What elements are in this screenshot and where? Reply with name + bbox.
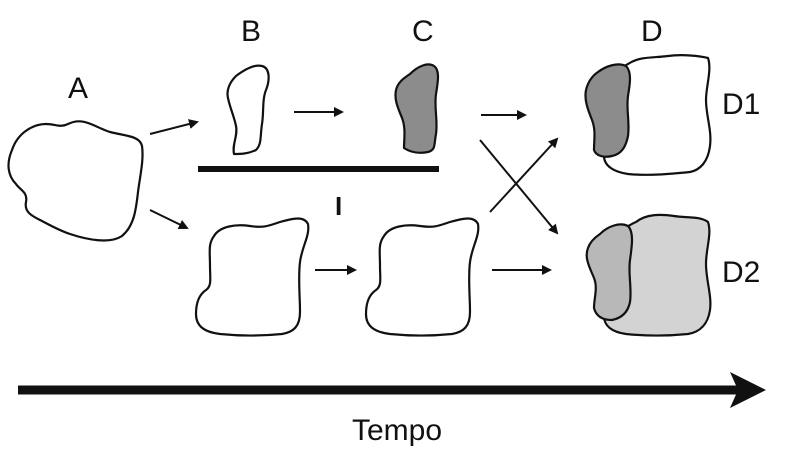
time-arrow-head [730, 372, 766, 408]
label-b: B [241, 15, 261, 48]
barrier-label: I [335, 191, 342, 221]
arrow-upper-to-d2 [479, 139, 559, 235]
arrow-a-to-lower [149, 209, 189, 229]
population-c [394, 63, 440, 154]
label-a: A [68, 72, 88, 105]
population-lower-2 [364, 217, 480, 337]
population-d2-small [585, 223, 634, 322]
label-d1: D1 [722, 88, 760, 121]
population-a [7, 120, 144, 242]
label-d2: D2 [722, 256, 760, 289]
population-b [226, 64, 270, 156]
population-lower-1 [194, 217, 310, 337]
arrow-a-to-b [149, 119, 199, 135]
time-label: Tempo [352, 414, 442, 447]
arrow-lower-to-d1 [489, 137, 559, 213]
population-d1-small [584, 63, 632, 158]
label-d: D [641, 15, 663, 48]
label-c: C [412, 15, 434, 48]
